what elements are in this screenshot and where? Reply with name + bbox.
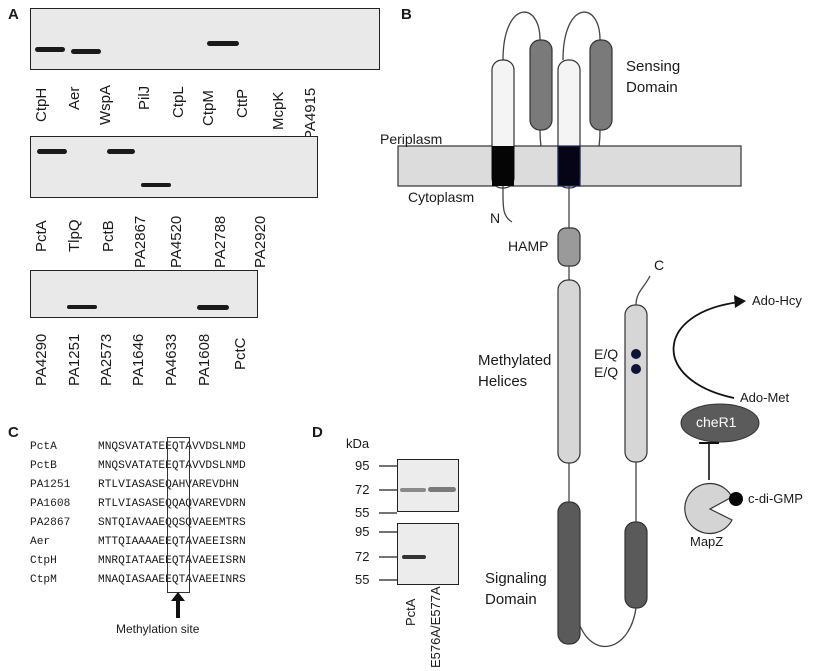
hamp-label: HAMP — [508, 238, 549, 254]
seq-name: Aer — [30, 536, 51, 548]
methylation-arrow-icon — [171, 592, 185, 618]
blot-band — [402, 555, 426, 559]
lane-label: CtpL — [170, 86, 187, 118]
lane-label: TlpQ — [66, 219, 83, 252]
panel-b-letter: B — [401, 6, 412, 23]
lane-label: PA1251 — [66, 333, 83, 386]
gel-2 — [30, 136, 318, 198]
gel-band — [141, 183, 171, 187]
gel-band — [67, 305, 97, 309]
c-terminus-label: C — [654, 257, 665, 273]
gel-band — [71, 49, 101, 54]
cytoplasm-label: Cytoplasm — [408, 189, 475, 205]
ado-met-label: Ado-Met — [740, 390, 790, 405]
methylated-helix-left — [557, 279, 581, 464]
seq-residues: MNQSVATATEEQTAVVDSLNMD — [98, 460, 246, 472]
ado-hcy-label: Ado-Hcy — [752, 293, 802, 308]
lane-label: CtpH — [33, 87, 50, 122]
western-blot-top — [397, 459, 459, 512]
panel-a-letter: A — [8, 6, 19, 23]
seq-residues: SNTQIAVAAEQQSQVAEEMTRS — [98, 517, 246, 529]
mapz-label: MapZ — [690, 534, 724, 549]
gel-band — [207, 41, 239, 46]
lane-label: PA4290 — [33, 333, 50, 386]
marker-label: 55 — [355, 572, 370, 587]
methylated-helices-label: Methylated Helices — [478, 352, 552, 390]
marker-label: 95 — [355, 524, 370, 539]
marker-label: 95 — [355, 458, 370, 473]
lane-label: PA4520 — [168, 215, 185, 268]
mapz-icon — [684, 482, 733, 535]
seq-residues: MNRQIATAAEEQTAVAEEISRN — [98, 555, 246, 567]
c-di-gmp-label: c-di-GMP — [748, 491, 803, 506]
methylation-box — [167, 437, 190, 593]
signaling-domain-label: Signaling Domain — [485, 570, 547, 608]
lane-label: PctA — [33, 220, 50, 252]
methylation-dot — [631, 364, 641, 374]
seq-residues: RTLVIASASEQAHVAREVDHN — [98, 479, 239, 491]
signaling-helix-left — [557, 501, 581, 645]
tm-segment — [557, 145, 581, 187]
eq-bottom-label: E/Q — [594, 364, 619, 380]
eq-top-label: E/Q — [594, 346, 619, 362]
seq-name: CtpM — [30, 574, 57, 586]
gel-band — [197, 305, 229, 310]
lane-label: CtpM — [200, 90, 217, 126]
lane-label: PA2867 — [132, 215, 149, 268]
gel-band — [35, 47, 65, 52]
seq-name: CtpH — [30, 555, 57, 567]
methylation-dot — [631, 349, 641, 359]
gel-1 — [30, 8, 380, 70]
periplasm-label: Periplasm — [380, 131, 443, 147]
seq-name: PctB — [30, 460, 57, 472]
marker-label: 72 — [355, 482, 370, 497]
seq-name: PA1608 — [30, 498, 71, 510]
marker-ticks — [379, 465, 397, 581]
panel-d-letter: D — [312, 424, 323, 441]
lane-label: PctB — [100, 220, 117, 252]
reaction-arc — [672, 301, 741, 399]
methylation-site-label: Methylation site — [116, 622, 200, 636]
lane-label: McpK — [270, 91, 287, 130]
seq-name: PctA — [30, 441, 57, 453]
tm-segment — [492, 146, 514, 186]
seq-residues: MTTQIAAAAEEQTAVAEEISRN — [98, 536, 246, 548]
western-blot-bottom — [397, 523, 459, 585]
lane-label: PA4633 — [163, 333, 180, 386]
n-terminus-label: N — [490, 210, 501, 226]
lane-label: PilJ — [136, 85, 153, 110]
marker-label: 72 — [355, 549, 370, 564]
lane-label: PA2573 — [98, 333, 115, 386]
lane-label: PA2920 — [252, 215, 269, 268]
seq-name: PA2867 — [30, 517, 71, 529]
c-di-gmp-icon — [729, 492, 743, 506]
hamp-domain — [557, 227, 581, 267]
lane-label: PA1608 — [196, 333, 213, 386]
seq-residues: MNQSVATATEEQTAVVDSLNMD — [98, 441, 246, 453]
lane-label: PA1646 — [130, 333, 147, 386]
marker-label: 55 — [355, 505, 370, 520]
panel-c-letter: C — [8, 424, 19, 441]
cher1-label: cheR1 — [696, 414, 737, 430]
blot-band — [400, 488, 426, 492]
lane-label: CttP — [234, 88, 251, 118]
lane-label: PctC — [232, 337, 249, 370]
chemoreceptor-diagram — [397, 11, 760, 647]
lane-label: Aer — [66, 86, 83, 110]
seq-name: PA1251 — [30, 479, 71, 491]
seq-residues: MNAQIASAAEEQTAVAEEINRS — [98, 574, 246, 586]
seq-residues: RTLVIASASEQQAQVAREVDRN — [98, 498, 246, 510]
lane-label: WspA — [97, 84, 114, 125]
lane-label: PA2788 — [212, 215, 229, 268]
methylated-helix-right — [624, 304, 648, 463]
signaling-helix-right — [624, 521, 648, 609]
gel-3 — [30, 270, 258, 318]
gel-band — [37, 149, 67, 154]
sensing-domain-label: Sensing Domain — [626, 58, 681, 96]
blot-band — [428, 487, 456, 492]
cher1-ellipse — [680, 403, 760, 443]
lane-label: PA4915 — [302, 87, 319, 140]
kda-label: kDa — [346, 436, 370, 451]
gel-band — [107, 149, 135, 154]
